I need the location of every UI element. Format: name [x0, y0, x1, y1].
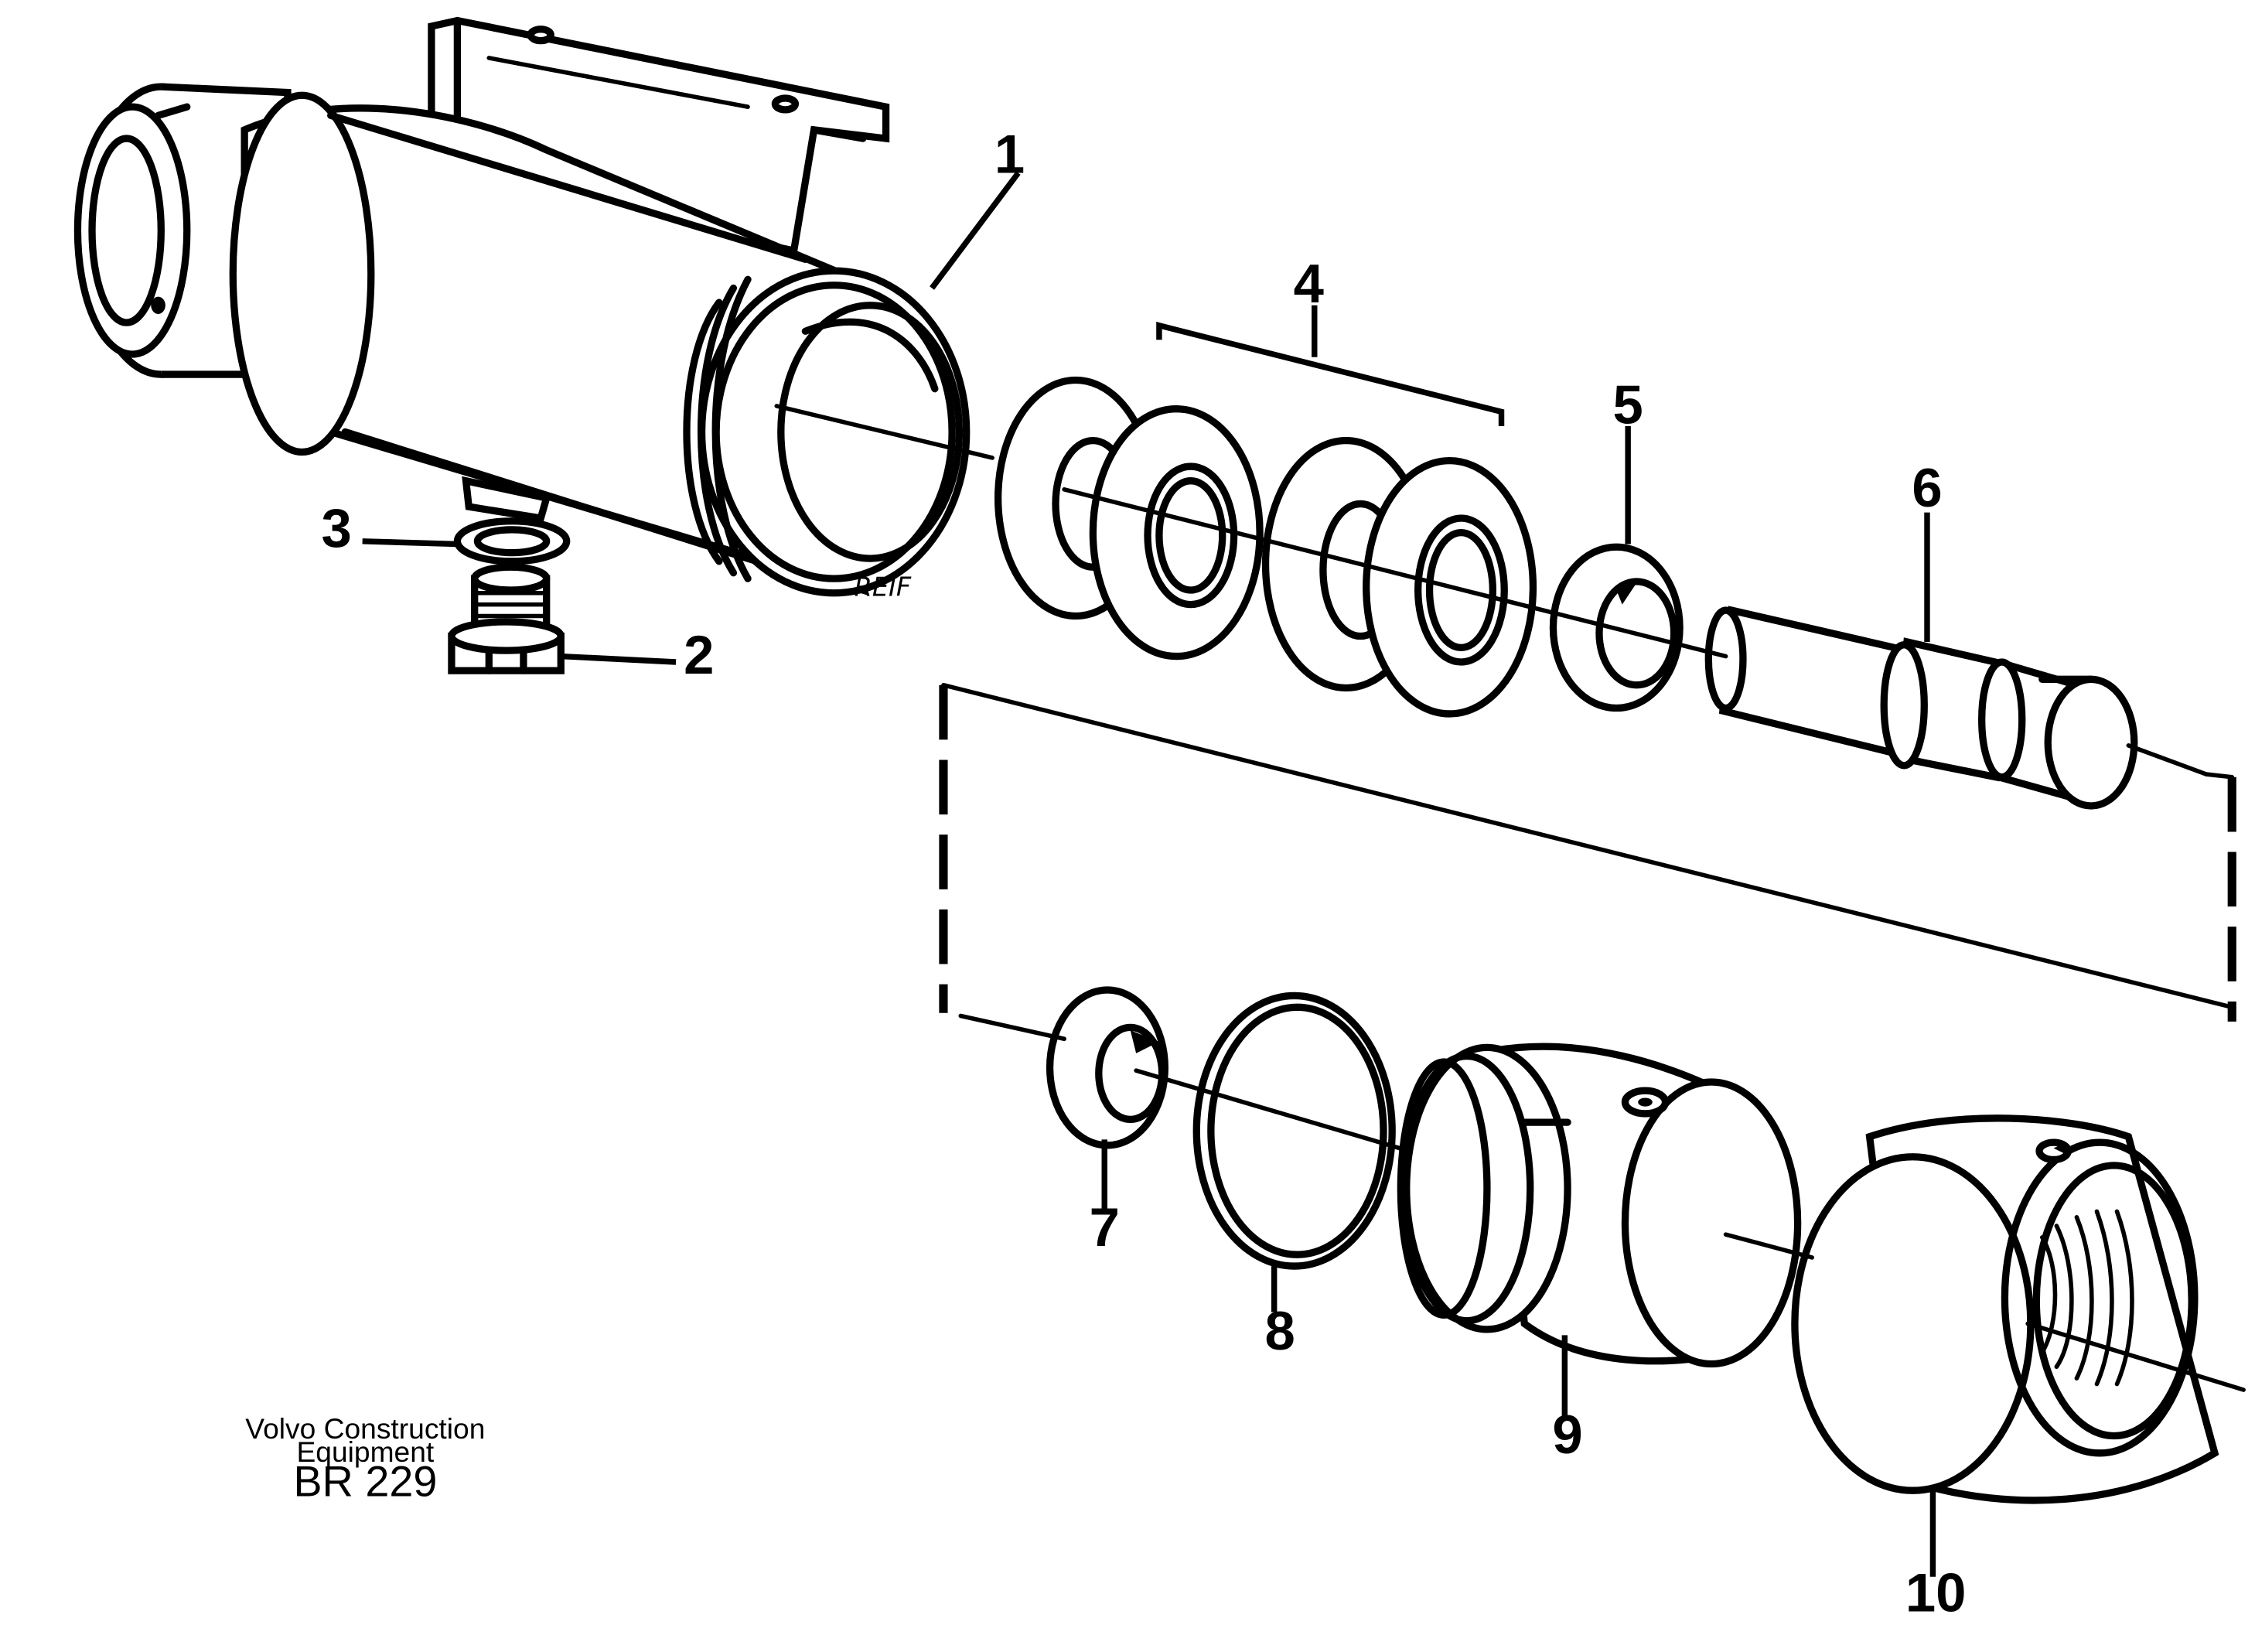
part-8-o-ring: [1192, 992, 1396, 1270]
drafter-signature: REIF: [855, 572, 912, 602]
callout-1: 1: [994, 124, 1025, 185]
drawing-code: BR 229: [293, 1457, 437, 1506]
part-10-gland-nut: [1791, 1114, 2219, 1504]
assembly-break-line: [939, 682, 2236, 1022]
callout-4: 4: [1294, 253, 1324, 314]
part-4-seal-kit: [994, 376, 1537, 718]
brand-line-2: Equipment: [296, 1435, 434, 1468]
callout-8: 8: [1264, 1300, 1295, 1361]
part-2-plug: [448, 563, 565, 674]
part-6-piston: [1704, 606, 2138, 810]
part-9-piston-head: [1397, 1043, 1802, 1368]
part-3-washer: [453, 517, 571, 565]
callout-2: 2: [684, 624, 714, 685]
brand-line-1: Volvo Construction: [245, 1412, 485, 1445]
callout-numbers: 1 2 3 4 5 6 7 8 9 10: [322, 124, 1967, 1623]
callout-6: 6: [1912, 457, 1942, 518]
callout-7: 7: [1090, 1196, 1120, 1258]
part-1-cylinder-body: [73, 16, 971, 597]
callout-9: 9: [1552, 1404, 1582, 1465]
title-block: Volvo Construction Equipment BR 229: [245, 1412, 485, 1505]
callout-5: 5: [1613, 374, 1643, 435]
callout-10: 10: [1905, 1562, 1967, 1623]
callout-3: 3: [322, 497, 352, 558]
part-7-seal: [1046, 986, 1169, 1149]
center-axis-lines: [774, 404, 2246, 1392]
leader-lines: [362, 171, 1936, 1577]
